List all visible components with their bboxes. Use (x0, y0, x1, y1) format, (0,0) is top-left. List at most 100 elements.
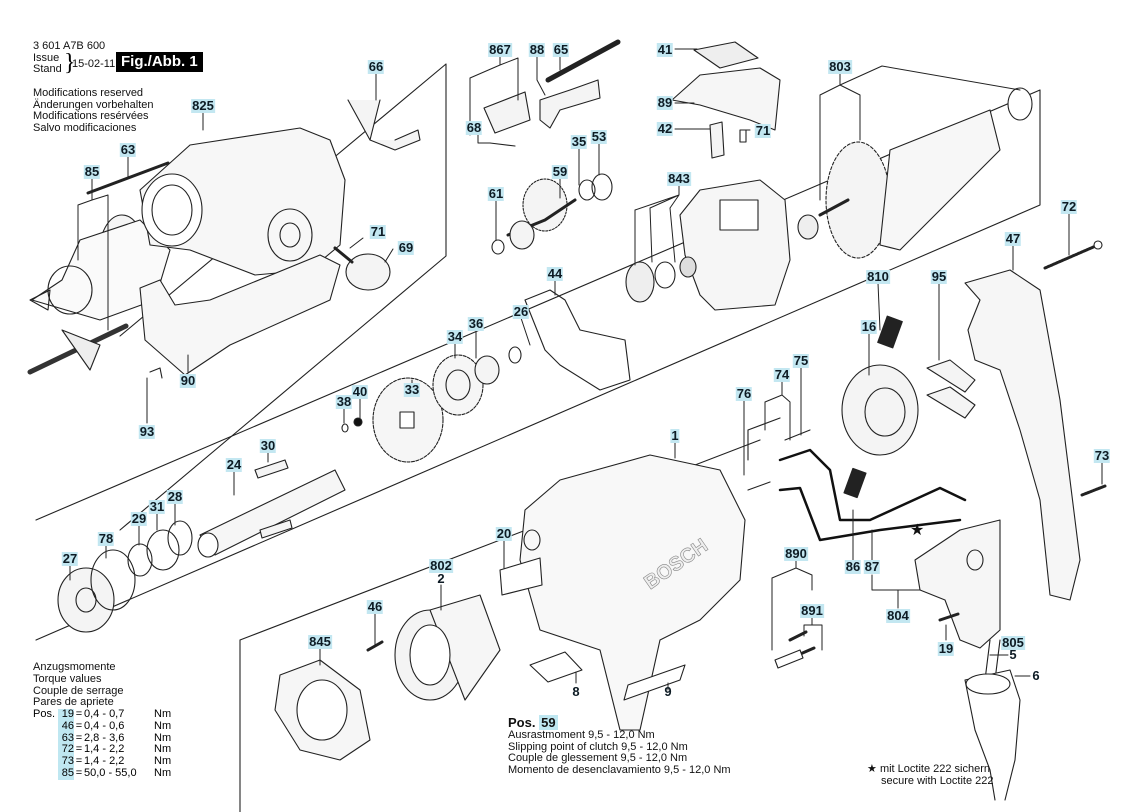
part-number-label: 33 (403, 382, 421, 397)
torque-unit: Nm (154, 766, 172, 779)
torque-unit: Nm (154, 755, 172, 768)
armature-803-part (818, 87, 1033, 259)
clutch-note-header: Pos. 59 (508, 715, 731, 730)
part-number-label: 65 (552, 42, 570, 57)
bearing-27-part (57, 567, 115, 633)
label-9-part (623, 664, 686, 701)
clutch-pos-number: 59 (539, 715, 558, 730)
part-number-label: 891 (800, 603, 824, 618)
screw-891-part (788, 630, 816, 657)
torque-unit: Nm (154, 719, 172, 732)
equals-sign: = (75, 766, 83, 779)
plate-20-part (499, 557, 543, 596)
plate-890-part (774, 649, 804, 669)
part-number-label: 20 (495, 526, 513, 541)
fan-guide-845-part (274, 659, 371, 761)
screw-73-part (1080, 484, 1107, 497)
gear-box-843-part (625, 179, 819, 311)
part-number-label: 5 (1009, 647, 1017, 662)
part-number-label: 31 (148, 499, 166, 514)
brush-carrier-44-part (524, 289, 631, 391)
washer-35-part (578, 179, 596, 201)
field-coil-2-part (394, 594, 501, 701)
part-number-label: 16 (860, 319, 878, 334)
part-number-label: 29 (130, 511, 148, 526)
switch-41-part (693, 41, 759, 69)
torque-pos-spacer (33, 721, 58, 733)
issue-label-en: Issue (33, 52, 60, 64)
part-number-label: 71 (369, 224, 387, 239)
part-number-label: 75 (792, 353, 810, 368)
part-number-label: 36 (467, 316, 485, 331)
washer-53-part (591, 173, 613, 201)
part-number-label: 46 (366, 599, 384, 614)
loctite-note: ★ mit Loctite 222 sichern secure with Lo… (867, 763, 994, 787)
part-number-label: 89 (656, 95, 674, 110)
nut-36-part (474, 355, 500, 385)
slider-42-part (709, 121, 725, 159)
handle-half-47-part (964, 269, 1081, 601)
torque-pos-number: 72 (58, 744, 74, 757)
part-number-label: 73 (1093, 448, 1111, 463)
torque-range: 1,4 - 2,2 (84, 743, 125, 756)
screw-46-part (366, 640, 384, 652)
loctite-text-en: secure with Loctite 222 (881, 775, 994, 787)
part-number-label: 59 (551, 164, 569, 179)
part-number-label: 93 (138, 424, 156, 439)
torque-title: Pares de apriete (33, 696, 114, 709)
spring-26-part (508, 346, 522, 364)
part-number-label: 9 (664, 684, 672, 699)
part-number-label: 87 (863, 559, 881, 574)
part-number-label: 804 (886, 608, 910, 623)
torque-pos-spacer (33, 768, 58, 780)
torque-range: 0,4 - 0,6 (84, 719, 125, 732)
ball-40-part (353, 417, 363, 427)
part-number-label: 30 (259, 438, 277, 453)
part-number-label: 38 (335, 394, 353, 409)
torque-unit: Nm (154, 731, 172, 744)
torque-pos-spacer (33, 733, 58, 745)
part-number-label: 66 (367, 59, 385, 74)
figure-label: Fig./Abb. 1 (116, 52, 203, 72)
part-number-label: 63 (119, 142, 137, 157)
part-number-label: 805 (1001, 635, 1025, 650)
clutch-note-line: Ausrastmoment 9,5 - 12,0 Nm (508, 729, 655, 741)
part-number-label: 42 (656, 121, 674, 136)
clutch-pos-label: Pos. (508, 715, 536, 730)
modifications-line: Änderungen vorbehalten (33, 98, 154, 111)
torque-pos-number: 46 (58, 720, 74, 733)
torque-title: Couple de serrage (33, 684, 124, 697)
torque-pos-number: 73 (58, 755, 74, 768)
part-number-label: 27 (61, 551, 79, 566)
label-8-part (529, 651, 583, 683)
torque-unit: Nm (154, 708, 172, 720)
part-number-label: 802 (429, 558, 453, 573)
ball-38-part (341, 423, 349, 433)
part-number-label: 69 (397, 240, 415, 255)
torque-title: Anzugsmomente (33, 661, 116, 673)
cable-87-part (778, 486, 962, 542)
part-number-label: 26 (512, 304, 530, 319)
equals-sign: = (75, 719, 83, 732)
clutch-note-line: Momento de desenclavamiento 9,5 - 12,0 N… (508, 763, 731, 776)
terminal-75-part (784, 429, 811, 441)
issue-labels: Issue Stand (33, 53, 62, 75)
part-number-label: 843 (667, 171, 691, 186)
part-number-label: 24 (225, 457, 243, 472)
bulb-71-part (739, 129, 747, 143)
shift-fork-part (347, 99, 421, 151)
part-number-label: 72 (1060, 199, 1078, 214)
part-number-label: 71 (754, 123, 772, 138)
pin-65-part (545, 39, 621, 83)
torque-range: 2,8 - 3,6 (84, 731, 125, 744)
part-number-label: 34 (446, 329, 464, 344)
part-number-label: 810 (866, 269, 890, 284)
torque-pos-label: Pos. (33, 708, 56, 720)
torque-pos-number: 63 (58, 732, 74, 745)
torque-table-titles: Anzugsmomente Torque values Couple de se… (33, 661, 124, 709)
part-number-label: 803 (828, 59, 852, 74)
